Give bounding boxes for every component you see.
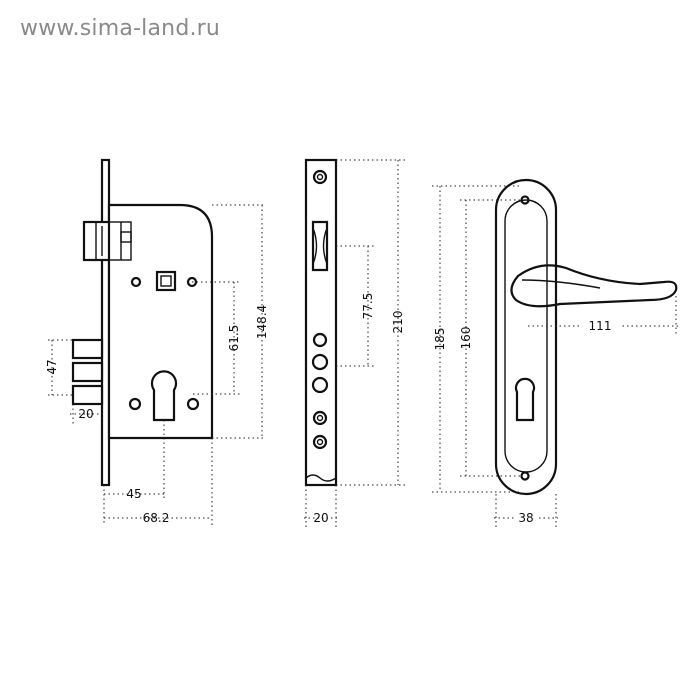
dim-plate-width: 38: [518, 511, 533, 525]
plate-screw-hole: [520, 195, 530, 205]
watermark: www.sima-land.ru: [20, 16, 221, 41]
lock-body: [71, 158, 214, 487]
dead-bolt: [71, 338, 104, 360]
handle-plate-outline: [494, 178, 558, 496]
dim-lock-center-distance: 61.5: [227, 325, 241, 352]
screw-hole: [186, 397, 200, 411]
dim-lock-depth: 68.2: [143, 511, 170, 525]
bolt-opening: [311, 376, 329, 394]
lever-handle: [510, 264, 678, 308]
dim-faceplate-width: 20: [313, 511, 328, 525]
screw-hole: [130, 276, 142, 288]
cylinder-keyhole: [514, 377, 536, 422]
dim-faceplate-length: 210: [391, 311, 405, 334]
dim-bolt-throw: 20: [78, 407, 93, 421]
lock-body-dimensions: 148.4 61.5 47 20 45 68.2: [45, 204, 269, 525]
handle-plate-dimensions: 185 160 111 38: [432, 185, 678, 528]
spindle-square: [155, 270, 177, 292]
bolt-opening: [311, 353, 329, 371]
faceplate-outline: [304, 158, 338, 487]
latch-bolt: [82, 220, 112, 262]
dim-plate-height: 185: [433, 328, 447, 351]
lock-case: [107, 203, 214, 440]
faceplate-edge-detail: [305, 474, 337, 482]
latch-slot: [120, 231, 132, 243]
faceplate-screw-hole: [312, 410, 328, 426]
spindle-square-inner: [160, 275, 172, 287]
dim-plate-center-distance: 160: [459, 327, 473, 350]
latch-bolt-detail: [95, 222, 103, 260]
latch-opening: [311, 220, 329, 272]
dead-bolt: [71, 384, 104, 406]
plate-screw-hole: [520, 471, 530, 481]
dim-backset: 45: [126, 487, 141, 501]
dim-bolt-pitch: 47: [45, 359, 59, 374]
bolt-opening: [312, 332, 328, 348]
screw-hole: [186, 276, 198, 288]
dead-bolt: [71, 361, 104, 383]
cylinder-hole: [150, 370, 178, 422]
screw-hole: [128, 397, 142, 411]
faceplate-screw-hole: [312, 434, 328, 450]
dim-faceplate-offset: 77.5: [361, 293, 375, 320]
dim-lock-height: 148.4: [255, 305, 269, 339]
faceplate-dimensions: 210 77.5 20: [304, 159, 405, 528]
faceplate-screw-hole: [312, 169, 328, 185]
dim-lever-length: 111: [589, 319, 612, 333]
handle-plate: [494, 178, 678, 496]
faceplate: [304, 158, 338, 487]
